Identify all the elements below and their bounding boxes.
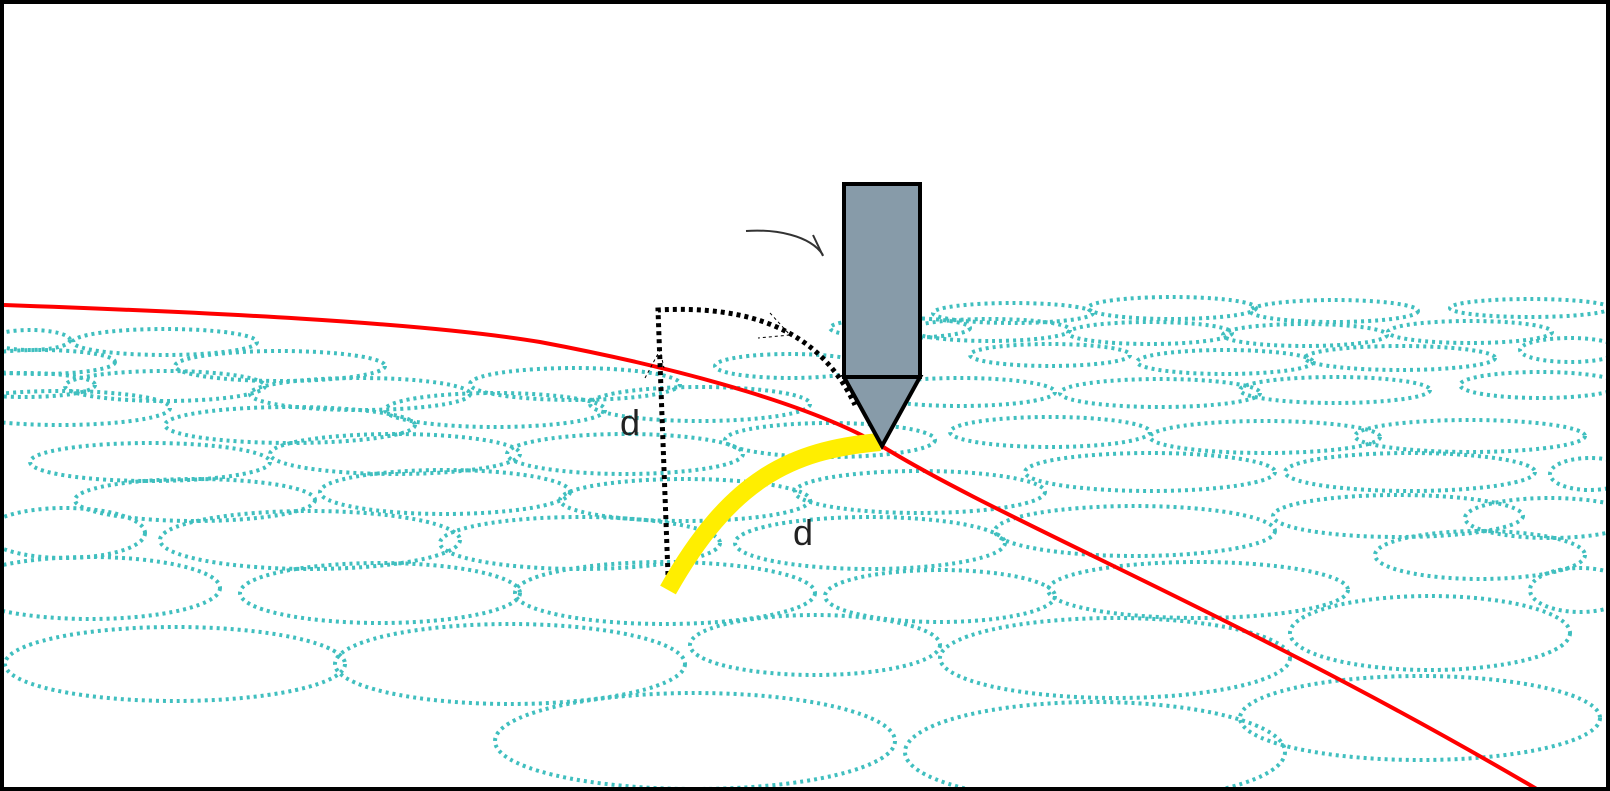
tissue-cell: [493, 691, 897, 787]
tissue-cell: [1373, 529, 1587, 581]
tissue-cell: [1221, 322, 1389, 348]
distance-label-arc: d: [793, 512, 813, 553]
tissue-cell: [4, 389, 172, 427]
tissue-cell: [1353, 418, 1587, 454]
tissue-cell: [931, 301, 1095, 325]
tissue-cell: [158, 509, 462, 571]
tissue-cell: [4, 328, 72, 352]
tissue-cell: [1283, 451, 1537, 493]
tissue-cell: [1386, 319, 1554, 345]
tissue-cell: [468, 366, 682, 402]
tissue-cell: [1238, 375, 1432, 405]
tissue-cell: [4, 625, 347, 703]
tissue-cell: [1528, 566, 1606, 614]
tissue-cell: [1288, 594, 1572, 672]
tissue-cell: [438, 515, 722, 571]
tissue-cell: [71, 327, 259, 357]
original-path-guide: [655, 306, 858, 576]
tissue-cell: [903, 700, 1287, 787]
tissue-cell: [1066, 320, 1234, 346]
tissue-cell: [318, 468, 572, 516]
tissue-cell: [238, 561, 522, 625]
tissue-cell: [505, 432, 745, 476]
tissue-cell: [513, 560, 817, 626]
tissue-cell: [1058, 377, 1262, 409]
guide-arrowhead-vertical: [644, 348, 665, 379]
tissue-cell: [383, 391, 607, 429]
tissue-cell: [908, 317, 1072, 343]
needle-icon: [840, 182, 924, 451]
tissue-cell: [688, 613, 942, 677]
tissue-cell: [1148, 419, 1382, 455]
tissue-cell: [1238, 674, 1602, 762]
surface-line: [3, 303, 1542, 791]
curved-arrow-icon: [745, 229, 824, 257]
tissue-cell: [4, 371, 97, 399]
tissue-cell: [938, 616, 1292, 700]
tissue-cell: [1518, 336, 1606, 364]
insertion-path: [660, 433, 881, 595]
tissue-cell: [1271, 493, 1525, 539]
tissue-cell: [333, 622, 687, 706]
tissue-cell: [948, 415, 1152, 449]
tissue-cell: [4, 506, 147, 560]
tissue-cell: [733, 515, 1007, 571]
tissue-cell: [1448, 297, 1606, 319]
tissue-cell: [863, 376, 1057, 408]
tissue-cell: [1023, 451, 1277, 493]
tissue-cell: [268, 432, 522, 476]
tissue-cell: [823, 568, 1057, 624]
tissue-cell: [793, 469, 1047, 515]
tissue-cell: [968, 342, 1132, 368]
tissue-cell: [723, 421, 937, 459]
tissue-cell: [63, 369, 267, 403]
tissue-cell: [1303, 344, 1497, 372]
tissue-cell: [73, 477, 317, 523]
distance-label-vertical: d: [620, 402, 640, 443]
tissue-cell: [558, 477, 812, 523]
tissue-cell: [993, 504, 1277, 558]
tissue-cell: [1086, 295, 1258, 321]
tissue-cell: [28, 441, 272, 483]
tissue-cell: [1046, 560, 1350, 620]
tissue-cell: [4, 555, 222, 621]
tissue-cell: [1548, 456, 1606, 492]
tissue-cell: [588, 385, 812, 423]
tissue-cell: [1248, 298, 1420, 324]
